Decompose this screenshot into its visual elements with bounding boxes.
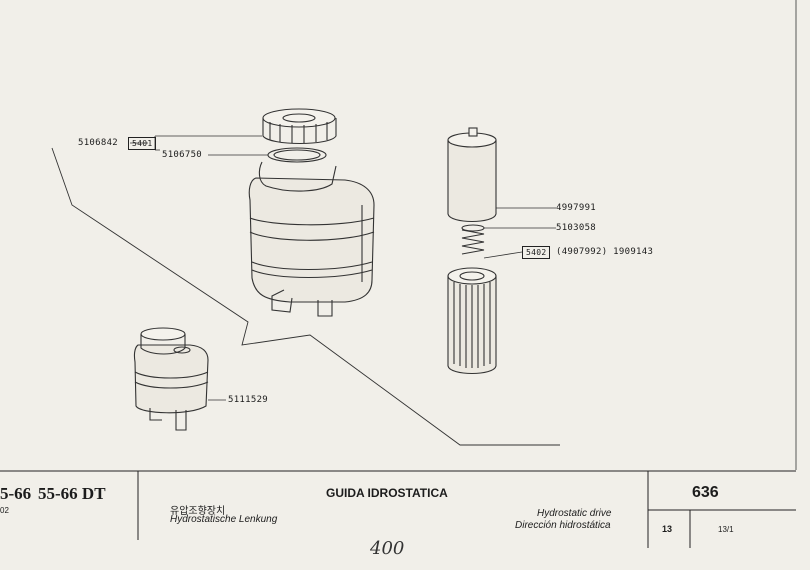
part-number-filter-cover: 4997991 bbox=[556, 203, 597, 213]
part-number-small-tank: 5111529 bbox=[228, 395, 269, 405]
filter-cartridge bbox=[447, 267, 497, 374]
title-block-frame bbox=[0, 470, 796, 548]
reservoir-cap bbox=[262, 108, 337, 145]
part-number-filter: (4907992) 1909143 bbox=[556, 247, 654, 257]
reservoir-large bbox=[248, 161, 375, 317]
handwritten-note: 400 bbox=[370, 538, 405, 559]
ref-box-5401: 5401 bbox=[128, 137, 157, 150]
spring bbox=[461, 224, 485, 255]
group-number: 13 bbox=[662, 524, 673, 534]
sheet-reference: 13/1 bbox=[718, 525, 734, 534]
title-english: Hydrostatic drive bbox=[537, 508, 612, 519]
title-block: 5-66 55-66 DT 02 GUIDA IDROSTATICA 유압조향장… bbox=[0, 470, 810, 570]
part-number-spring: 5103058 bbox=[556, 223, 597, 233]
filter-cover bbox=[447, 127, 497, 222]
exploded-diagram bbox=[51, 0, 797, 470]
part-number-seal: 5106750 bbox=[162, 150, 203, 160]
seal-ring bbox=[267, 147, 327, 163]
ref-box-5402: 5402 bbox=[522, 246, 551, 259]
model-number-partial: 5-66 bbox=[0, 484, 32, 503]
title-korean: 유압조향장치 bbox=[170, 506, 226, 517]
title-italian: GUIDA IDROSTATICA bbox=[326, 486, 448, 500]
title-spanish: Dirección hidrostática bbox=[515, 520, 611, 531]
page-number: 636 bbox=[692, 484, 719, 501]
section-divider-line bbox=[51, 147, 560, 446]
title-german: Hydrostatische Lenkung bbox=[170, 514, 278, 525]
reservoir-small bbox=[133, 327, 209, 431]
model-number: 55-66 DT bbox=[38, 484, 106, 503]
part-number-cap: 5106842 bbox=[78, 138, 119, 148]
model-sub: 02 bbox=[0, 506, 9, 515]
